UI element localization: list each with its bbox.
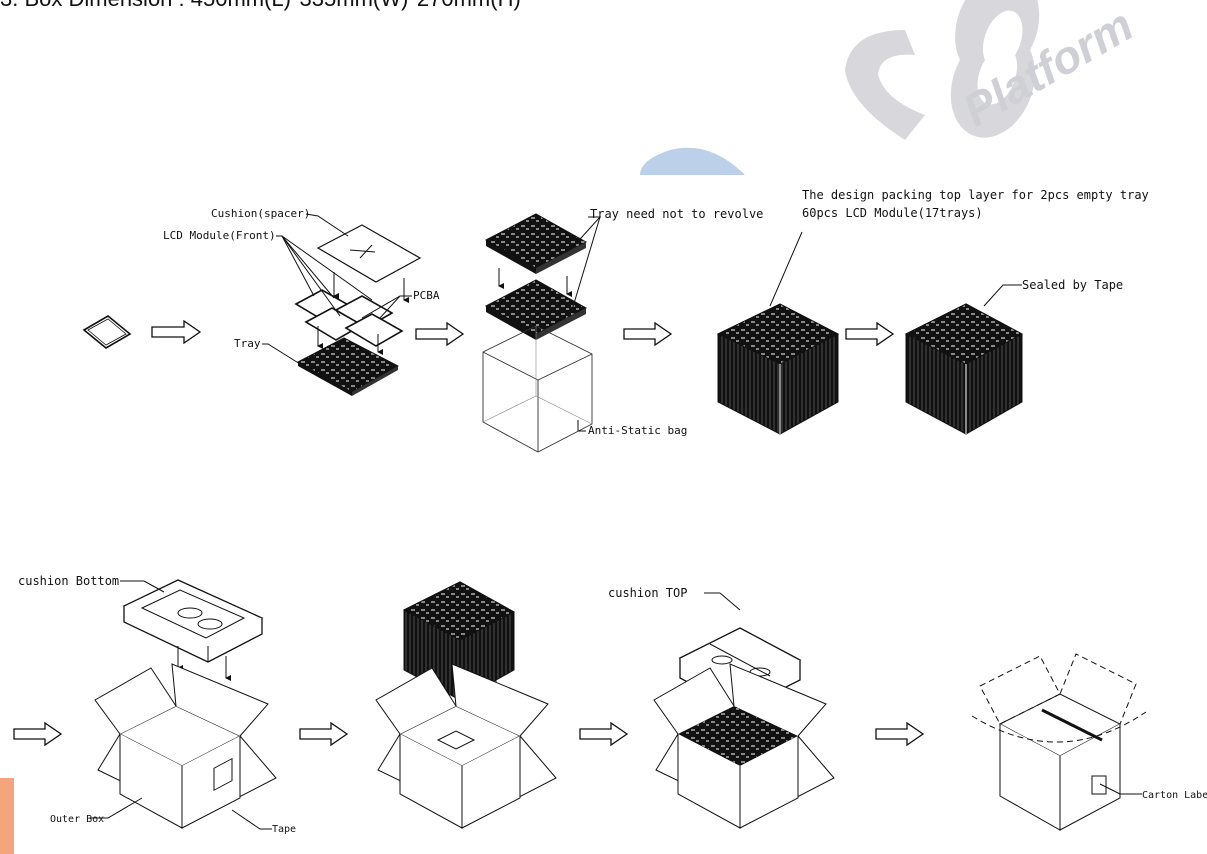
watermark-blue-shape: [640, 148, 745, 175]
flow-arrow-3: [624, 323, 671, 345]
label-design-note-line1: The design packing top layer for 2pcs em…: [802, 188, 1149, 202]
label-tape: Tape: [272, 824, 296, 835]
flow-arrow-8: [876, 723, 923, 745]
sealed-tray-stack: [906, 285, 1022, 434]
label-cushion-spacer: Cushion(spacer): [211, 207, 310, 220]
label-tray-need-not-revolve: Tray need not to revolve: [590, 207, 763, 221]
flow-arrow-2: [416, 323, 463, 345]
lcd-module-single: [84, 316, 130, 348]
label-lcd-module-front: LCD Module(Front): [163, 229, 276, 242]
flow-arrow-6: [300, 723, 347, 745]
label-cushion-top: cushion TOP: [608, 586, 687, 600]
stack-into-box: [376, 582, 556, 828]
label-design-note-line2: 60pcs LCD Module(17trays): [802, 206, 983, 220]
flow-arrow-4: [846, 323, 893, 345]
outer-box-with-cushion-bottom: [90, 580, 276, 829]
label-pcba: PCBA: [413, 289, 440, 302]
watermark-orange-bar: [0, 778, 14, 854]
flow-arrow-1: [152, 321, 200, 343]
cushion-top-into-box: [654, 628, 834, 828]
anti-static-bag-shape: [483, 326, 592, 452]
label-outer-box: Outer Box: [50, 814, 104, 825]
tray-stack: [718, 232, 838, 434]
watermark-c-letter: [845, 30, 925, 140]
tray-bag-assembly: [483, 214, 600, 452]
cushion-spacer-shape: [318, 225, 420, 282]
label-tray: Tray: [234, 337, 261, 350]
flow-arrow-5: [14, 723, 61, 745]
label-carton-label: Carton Label: [1142, 790, 1207, 801]
closed-box: [972, 654, 1146, 830]
label-cushion-bottom: cushion Bottom: [18, 574, 119, 588]
label-sealed-by-tape: Sealed by Tape: [1022, 278, 1123, 292]
exploded-tray-assembly: [262, 214, 420, 396]
tray-shape: [298, 338, 398, 392]
label-anti-static-bag: Anti-Static bag: [588, 424, 687, 437]
flow-arrow-7: [580, 723, 627, 745]
